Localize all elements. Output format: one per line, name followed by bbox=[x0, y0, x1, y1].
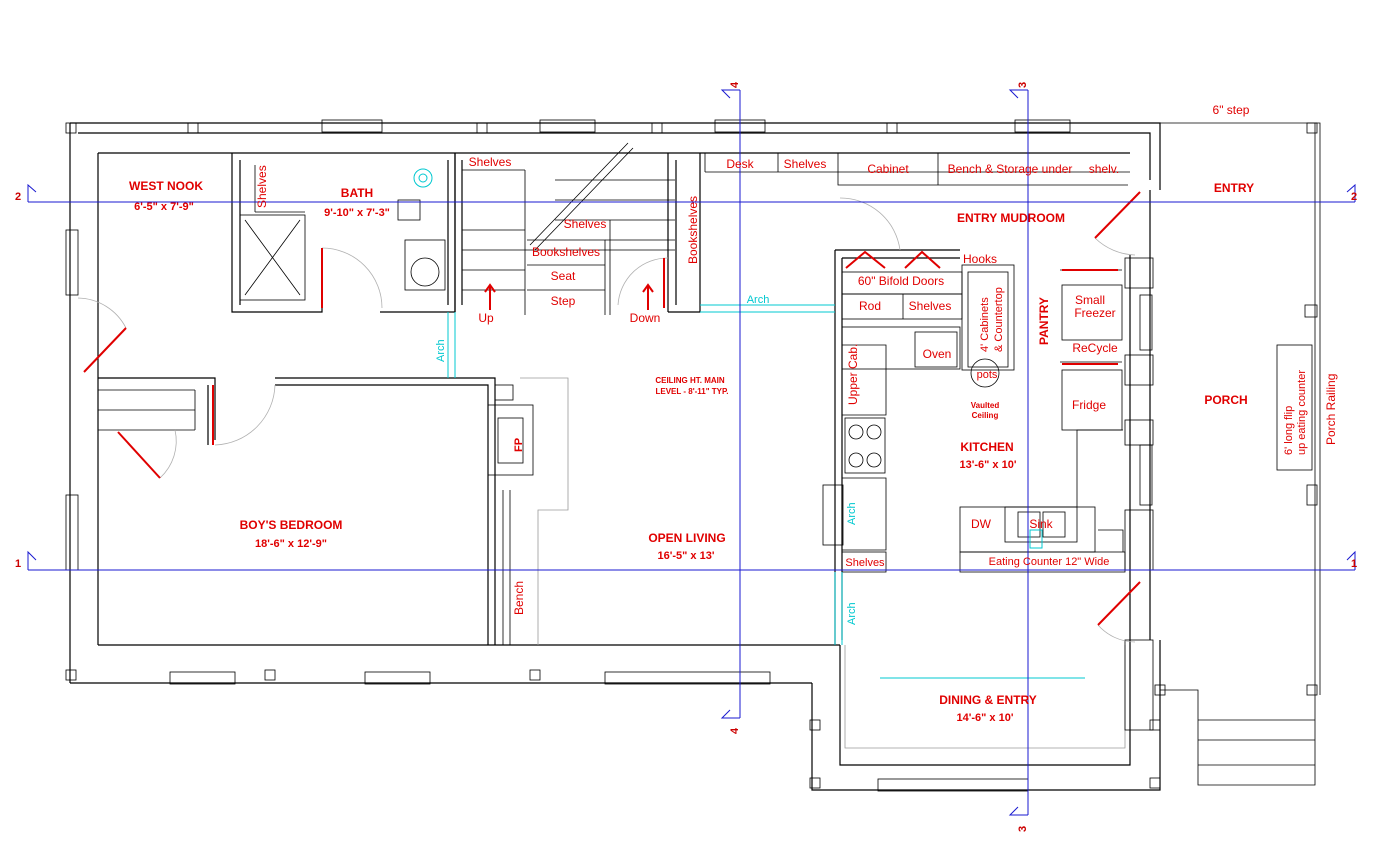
room-kitchen-dims: 13'-6" x 10' bbox=[960, 459, 1017, 471]
room-west-nook-dims: 6'-5" x 7'-9" bbox=[134, 201, 194, 213]
label-shelv: shelv. bbox=[1089, 162, 1119, 176]
room-kitchen-name: KITCHEN bbox=[960, 440, 1013, 454]
room-dining-entry-name: DINING & ENTRY bbox=[939, 693, 1037, 707]
label-eating-counter: Eating Counter 12" Wide bbox=[989, 556, 1110, 568]
label-vaulted-2: Ceiling bbox=[972, 411, 999, 420]
grid-marker-4-top: 4 bbox=[729, 81, 741, 88]
grid-marker-1-left: 1 bbox=[15, 558, 21, 570]
label-pots: pots bbox=[977, 369, 998, 381]
label-bifold-doors: 60" Bifold Doors bbox=[858, 274, 944, 288]
grid-marker-4-bottom: 4 bbox=[729, 727, 741, 734]
room-pantry-name: PANTRY bbox=[1037, 297, 1051, 345]
arch-openings bbox=[447, 304, 1085, 679]
label-sink: Sink bbox=[1029, 517, 1053, 531]
door-swings bbox=[77, 197, 1136, 643]
notes: CEILING HT. MAIN LEVEL - 8'-11" TYP. bbox=[655, 376, 728, 396]
label-fp: FP bbox=[513, 438, 525, 452]
note-ceiling-1: CEILING HT. MAIN bbox=[655, 376, 725, 385]
label-porch-railing: Porch Railing bbox=[1324, 374, 1338, 445]
label-bookshelves-vertical: Bookshelves bbox=[686, 196, 700, 264]
grid-axes bbox=[27, 89, 1356, 816]
room-boys-bedroom-name: BOY'S BEDROOM bbox=[240, 518, 343, 532]
grid-marker-2-left: 2 bbox=[15, 191, 21, 203]
room-bath-name: BATH bbox=[341, 186, 373, 200]
grid-marker-3-bottom: 3 bbox=[1017, 826, 1029, 832]
grid-marker-2-right: 2 bbox=[1351, 191, 1357, 203]
label-recycle: ReCycle bbox=[1072, 341, 1118, 355]
door-leaves bbox=[83, 191, 1141, 626]
label-vaulted-1: Vaulted bbox=[971, 401, 1000, 410]
label-shelves-top: Shelves bbox=[469, 155, 512, 169]
label-cabinets-countertop-1: 4' Cabinets bbox=[979, 297, 991, 352]
room-west-nook-name: WEST NOOK bbox=[129, 179, 203, 193]
room-labels: WEST NOOK 6'-5" x 7'-9" BATH 9'-10" x 7'… bbox=[129, 179, 1254, 724]
room-open-living-name: OPEN LIVING bbox=[648, 531, 725, 545]
label-rod: Rod bbox=[859, 299, 881, 313]
label-bookshelves-stair: Bookshelves bbox=[532, 245, 600, 259]
label-shelves-closet: Shelves bbox=[909, 299, 952, 313]
label-shelves-desk: Shelves bbox=[784, 157, 827, 171]
arch-label-bath: Arch bbox=[435, 339, 447, 362]
grid-marker-3-top: 3 bbox=[1017, 82, 1029, 88]
arch-label-dining: Arch bbox=[846, 602, 858, 625]
label-cabinet: Cabinet bbox=[867, 162, 909, 176]
label-shelves-kitchen: Shelves bbox=[845, 557, 885, 569]
label-bench-storage: Bench & Storage under bbox=[948, 162, 1073, 176]
label-bench: Bench bbox=[512, 581, 526, 615]
label-upper-cab: Upper Cab. bbox=[846, 344, 860, 405]
room-porch-name: PORCH bbox=[1204, 393, 1247, 407]
interior-walls bbox=[98, 122, 1321, 786]
grid-marker-1-right: 1 bbox=[1351, 558, 1357, 570]
label-dw: DW bbox=[971, 517, 992, 531]
label-flip-counter-1: 6' long flip bbox=[1283, 406, 1295, 455]
label-small-freezer-2: Freezer bbox=[1074, 306, 1115, 320]
label-fridge: Fridge bbox=[1072, 398, 1106, 412]
room-bath-dims: 9'-10" x 7'-3" bbox=[324, 207, 390, 219]
fixture-labels: Shelves Shelves Shelves Bookshelves Seat… bbox=[255, 103, 1338, 615]
label-seat: Seat bbox=[551, 269, 576, 283]
label-shelves-bath: Shelves bbox=[255, 165, 269, 208]
label-up: Up bbox=[478, 311, 494, 325]
label-oven: Oven bbox=[923, 347, 952, 361]
room-boys-bedroom-dims: 18'-6" x 12'-9" bbox=[255, 538, 327, 550]
arch-labels: Arch Arch Arch Arch bbox=[435, 294, 858, 625]
label-step: Step bbox=[551, 294, 576, 308]
label-shelves-stair: Shelves bbox=[564, 217, 607, 231]
label-down: Down bbox=[630, 311, 661, 325]
room-dining-entry-dims: 14'-6" x 10' bbox=[957, 712, 1014, 724]
note-ceiling-2: LEVEL - 8'-11" TYP. bbox=[656, 387, 729, 396]
label-small-freezer-1: Small bbox=[1075, 293, 1105, 307]
room-open-living-dims: 16'-5" x 13' bbox=[658, 550, 715, 562]
room-entry-mudroom-name: ENTRY MUDROOM bbox=[957, 211, 1065, 225]
arch-label-stair: Arch bbox=[747, 294, 770, 306]
label-hooks: Hooks bbox=[963, 252, 997, 266]
arch-label-kitchen: Arch bbox=[846, 502, 858, 525]
label-6in-step: 6" step bbox=[1213, 103, 1250, 117]
exterior-walls bbox=[65, 119, 1318, 792]
label-flip-counter-2: up eating counter bbox=[1296, 370, 1308, 455]
room-entry-name: ENTRY bbox=[1214, 181, 1254, 195]
grid-markers: 2 2 1 1 4 4 3 3 bbox=[15, 81, 1357, 832]
label-desk: Desk bbox=[726, 157, 754, 171]
label-cabinets-countertop-2: & Countertop bbox=[993, 287, 1005, 352]
